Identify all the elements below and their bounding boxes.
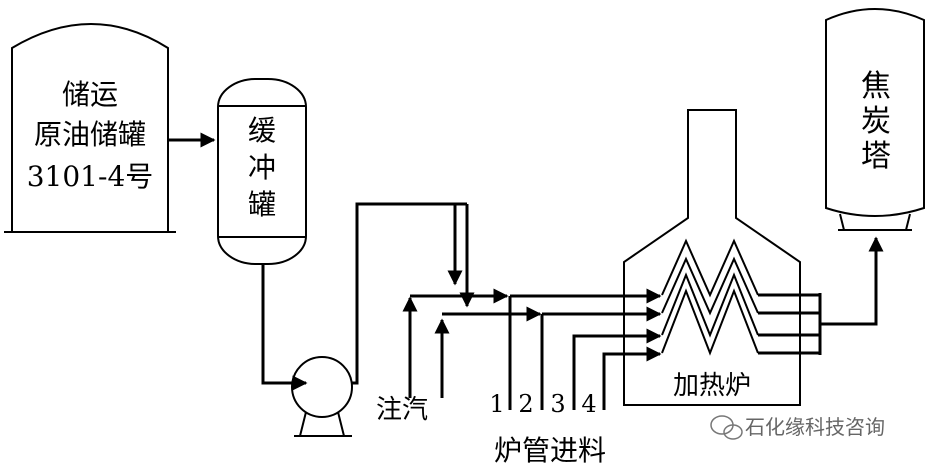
coke-tower: 焦 炭 塔 — [825, 8, 925, 231]
coke-tower-char-2: 炭 — [861, 104, 891, 139]
feed-number-3: 3 — [550, 390, 565, 418]
feed-number-2: 2 — [518, 390, 533, 418]
heating-furnace: 加热炉 — [623, 109, 801, 406]
furnace-label: 加热炉 — [673, 371, 751, 401]
storage-tank-label-2: 原油储罐 — [34, 118, 146, 151]
crude-oil-storage-tank: 储运 原油储罐 3101-4号 — [4, 23, 176, 233]
pump-discharge-pipe — [352, 202, 467, 385]
steam-label: 注汽 — [376, 395, 428, 425]
storage-tank-label-3: 3101-4号 — [27, 160, 154, 193]
feed-pass-3 — [572, 328, 662, 410]
coke-tower-char-3: 塔 — [861, 139, 891, 174]
outlet-to-coke-tower-pipe — [820, 236, 884, 326]
buffer-tank-char-3: 罐 — [248, 188, 276, 221]
watermark-text: 石化缘科技咨询 — [745, 415, 885, 439]
feed-number-4: 4 — [581, 390, 596, 418]
buffer-tank-char-1: 缓 — [248, 114, 276, 147]
feed-pass-4 — [602, 346, 662, 410]
wechat-icon — [710, 415, 743, 440]
watermark: 石化缘科技咨询 — [710, 415, 885, 440]
pump — [291, 356, 353, 437]
buffer-to-pump-pipe — [261, 264, 308, 391]
coke-tower-char-1: 焦 — [861, 69, 891, 104]
furnace-outlet-lines — [758, 293, 820, 355]
feed-number-1: 1 — [489, 390, 504, 418]
storage-tank-label-1: 储运 — [62, 78, 118, 111]
buffer-tank: 缓 冲 罐 — [217, 78, 307, 265]
buffer-tank-char-2: 冲 — [248, 151, 276, 184]
feed-label: 炉管进料 — [494, 434, 606, 467]
